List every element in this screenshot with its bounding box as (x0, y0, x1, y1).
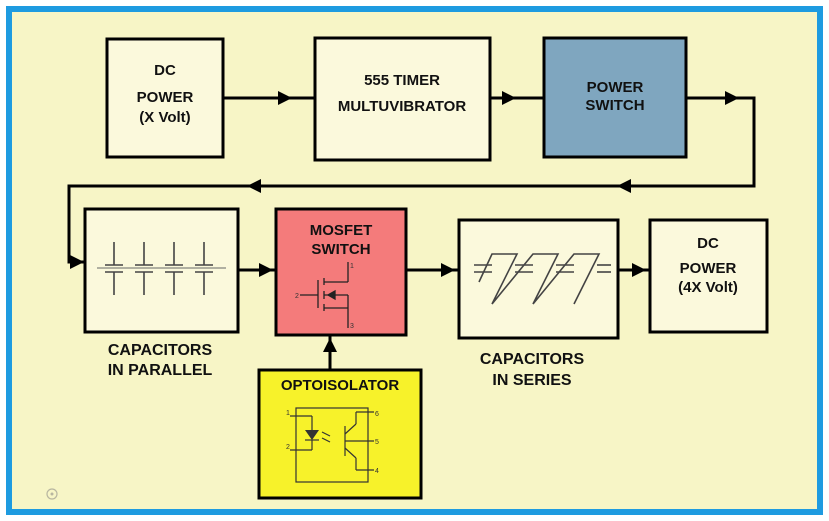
dc-power-in-box (105, 37, 225, 159)
series-capacitor-3-icon (556, 264, 574, 273)
watermark-dot-icon (50, 492, 54, 496)
dc-power-in-label-3: (X Volt) (139, 109, 190, 126)
dc-power-out-block: DC POWER (4X Volt) (648, 218, 769, 334)
arrow-into-parallel-icon (70, 255, 84, 269)
arrow-loop-left-icon (247, 179, 261, 193)
power-switch-box (542, 36, 688, 159)
capacitor-2-icon (135, 242, 153, 295)
arrow-mosfet-to-series-icon (441, 263, 455, 277)
opto-pin-6: 6 (375, 411, 379, 418)
mosfet-symbol-icon (300, 262, 349, 328)
capacitor-3-icon (165, 242, 183, 295)
parallel-capacitor-symbols (97, 242, 226, 295)
power-switch-label-1: POWER (587, 79, 644, 96)
opto-pin-2: 2 (286, 444, 290, 451)
dc-power-out-box (648, 218, 769, 334)
dc-power-in-label-1: DC (154, 62, 176, 79)
optoisolator-chip-icon (290, 407, 374, 483)
mosfet-pin-drain: 1 (350, 263, 354, 270)
mosfet-pin-gate: 2 (295, 293, 299, 300)
arrow-timer-to-switch-icon (502, 91, 516, 105)
connections (67, 91, 756, 370)
dc-power-in-label-2: POWER (137, 89, 194, 106)
capacitor-1-icon (105, 242, 123, 295)
optoisolator-title: OPTOISOLATOR (281, 377, 400, 394)
diagram-frame: DC POWER (X Volt) 555 TIMER MULTUVIBRATO… (6, 6, 823, 515)
series-capacitor-4-icon (597, 264, 611, 273)
mosfet-label-1: MOSFET (310, 222, 373, 239)
dc-power-out-label-1: DC (697, 235, 719, 252)
timer-box (313, 36, 492, 162)
capacitors-parallel-caption-1: CAPACITORS (108, 342, 213, 359)
timer-label-1: 555 TIMER (364, 72, 440, 89)
capacitors-parallel-box (83, 207, 240, 334)
series-capacitor-1-icon (474, 264, 492, 273)
arrow-loop-right-icon (617, 179, 631, 193)
optoisolator-box (257, 368, 423, 500)
opto-pin-1: 1 (286, 410, 290, 417)
timer-block: 555 TIMER MULTUVIBRATOR (313, 36, 492, 162)
power-switch-label-2: SWITCH (585, 97, 644, 114)
dc-power-in-block: DC POWER (X Volt) (105, 37, 225, 159)
arrow-dc-to-timer-icon (278, 91, 292, 105)
watermark-icon (46, 488, 58, 500)
opto-pin-5: 5 (375, 439, 379, 446)
mosfet-switch-box (274, 207, 408, 337)
series-capacitor-symbols (474, 253, 611, 305)
power-switch-block: POWER SWITCH (542, 36, 688, 159)
opto-pin-4: 4 (375, 468, 379, 475)
capacitor-4-icon (195, 242, 213, 295)
series-capacitor-2-icon (515, 264, 533, 273)
arrow-parallel-to-mosfet-icon (259, 263, 273, 277)
capacitors-series-caption-1: CAPACITORS (480, 351, 585, 368)
mosfet-switch-block: MOSFET SWITCH 2 1 3 (274, 207, 408, 337)
mosfet-pin-source: 3 (350, 323, 354, 330)
dc-power-out-label-3: (4X Volt) (678, 279, 738, 296)
optoisolator-block: OPTOISOLATOR 1 2 6 5 4 (257, 368, 423, 500)
capacitors-series-caption-2: IN SERIES (492, 372, 571, 389)
arrow-switch-out-icon (725, 91, 739, 105)
capacitors-series-box (457, 218, 620, 340)
block-diagram: DC POWER (X Volt) 555 TIMER MULTUVIBRATO… (46, 36, 769, 500)
capacitors-parallel-block (83, 207, 240, 334)
dc-power-out-label-2: POWER (680, 260, 737, 277)
mosfet-label-2: SWITCH (311, 241, 370, 258)
capacitors-parallel-caption-2: IN PARALLEL (108, 362, 213, 379)
arrow-opto-to-mosfet-icon (323, 338, 337, 352)
arrow-series-to-dc-out-icon (632, 263, 646, 277)
timer-label-2: MULTUVIBRATOR (338, 98, 466, 115)
capacitors-series-block (457, 218, 620, 340)
